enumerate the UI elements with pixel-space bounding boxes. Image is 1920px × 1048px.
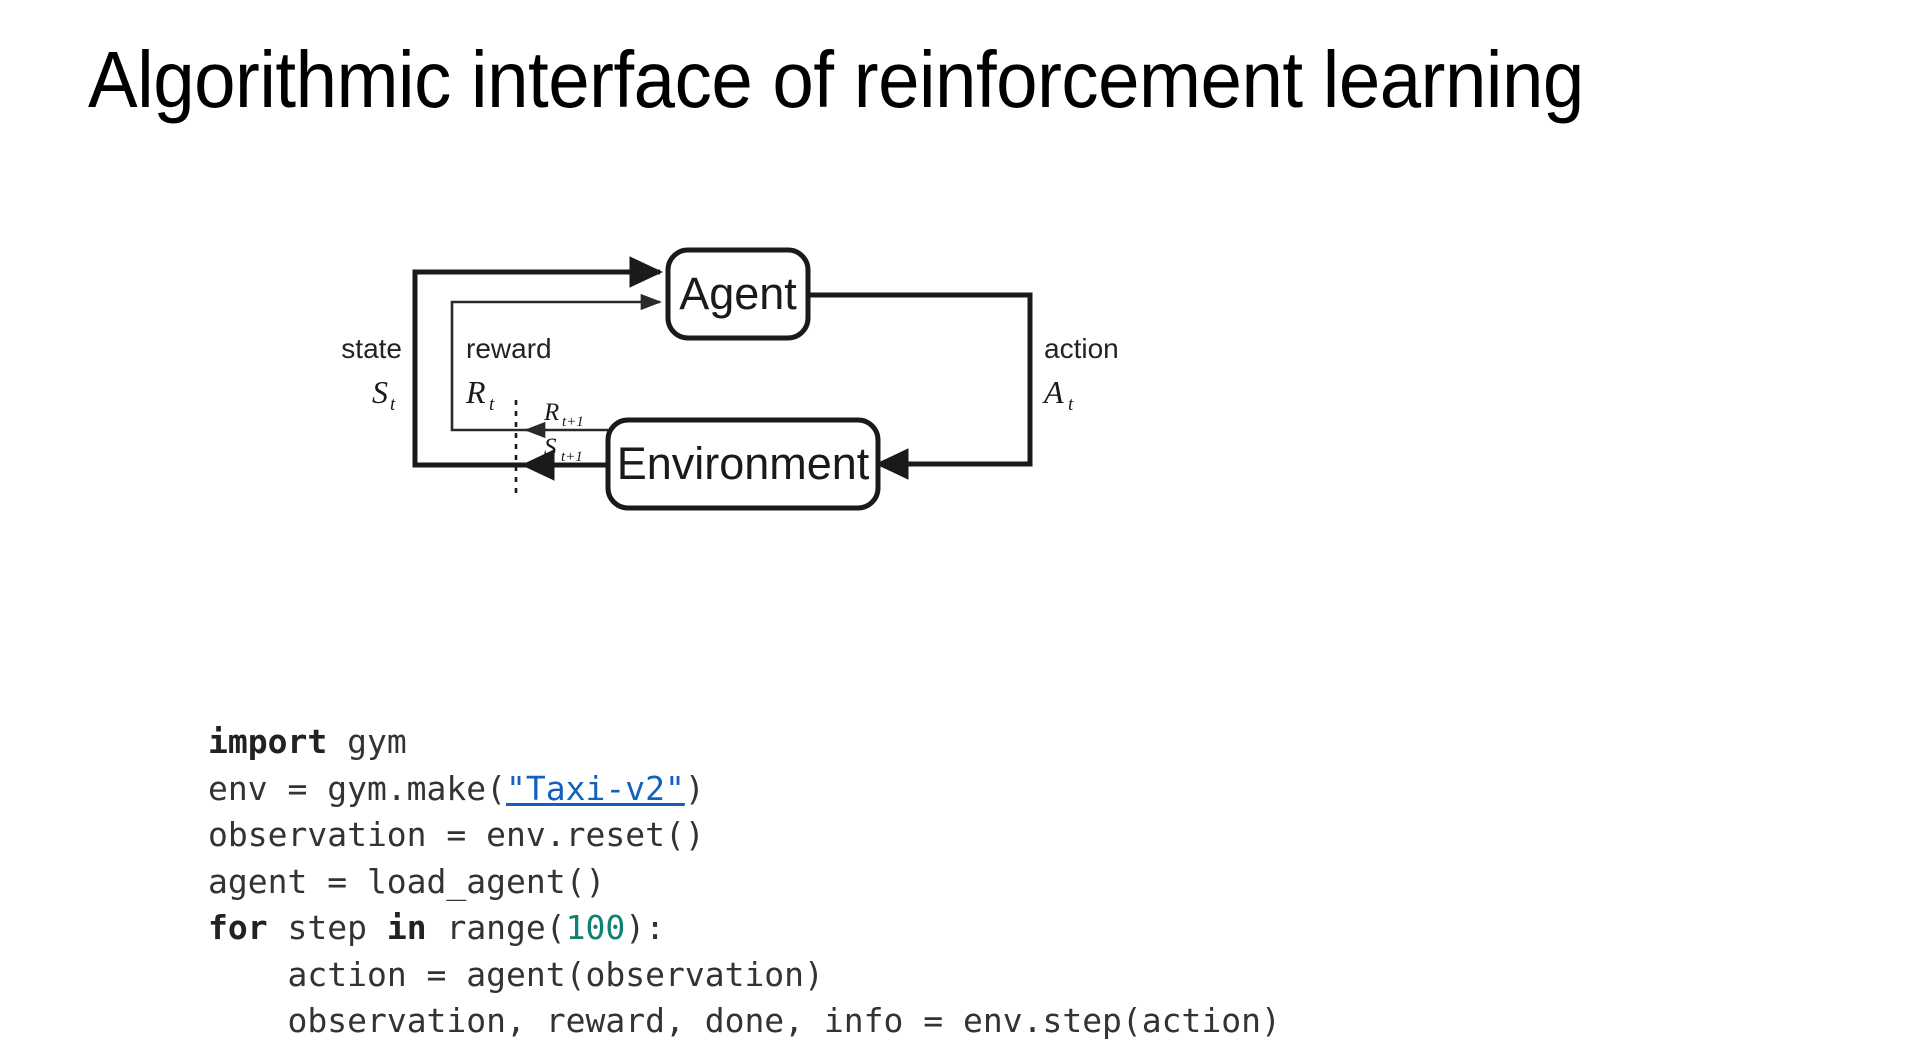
state-symbol-subscript: t [390,394,396,415]
code-token-keyword: in [386,908,427,947]
reward-label-group: reward R t [465,333,552,415]
action-arrow-path [808,292,1033,480]
environment-box: Environment [605,417,881,511]
code-token-number: 100 [565,908,626,947]
next-state-subscript: t+1 [561,449,583,465]
code-token-keyword: import [208,722,328,761]
code-token-plain: action = agent(observation) [287,954,824,994]
code-link-env-id[interactable]: "Taxi-v2" [506,768,685,808]
code-token-plain: agent = load_agent() [208,861,606,901]
rl-loop-svg: Agent Environment state S t reward R t a… [341,247,1119,511]
action-symbol: A [1042,374,1064,410]
code-line: import gym [208,719,1281,766]
environment-box-label: Environment [617,438,870,489]
code-token-plain: ) [684,768,705,808]
code-line: observation = env.reset() [208,812,1281,859]
state-label-group: state S t [341,333,402,415]
reward-label: reward [466,333,552,364]
code-token-plain: ): [625,908,666,947]
state-label: state [341,333,402,364]
code-token-keyword: for [208,908,268,947]
rl-loop-diagram: Agent Environment state S t reward R t a… [330,247,1450,650]
state-symbol: S [372,374,388,410]
code-line: env = gym.make("Taxi-v2") [208,766,1281,813]
next-reward-subscript: t+1 [562,414,584,430]
action-label: action [1044,333,1119,364]
page-title: Algorithmic interface of reinforcement l… [88,35,1584,124]
agent-box-label: Agent [679,268,797,319]
code-line: observation, reward, done, info = env.st… [208,998,1281,1045]
action-symbol-subscript: t [1068,394,1074,415]
next-state-label-group: S t+1 [544,434,583,465]
next-reward-label-group: R t+1 [543,399,584,430]
code-token-plain: gym [327,722,407,761]
code-token-plain: observation, reward, done, info = env.st… [287,1001,1281,1040]
code-token-plain: env = gym.make( [208,768,507,808]
code-token-plain: step [267,908,387,947]
reward-symbol: R [465,374,486,410]
state-arrow-path [412,256,663,468]
agent-box: Agent [665,247,811,341]
reward-arrow-path [450,293,662,432]
action-label-group: action A t [1042,333,1119,415]
next-reward-symbol: R [543,399,559,426]
code-token-plain: range( [426,908,566,947]
code-token-plain: observation = env.reset() [208,815,705,854]
code-line: for step in range(100): [208,905,1281,952]
next-state-symbol: S [544,434,557,461]
code-line: agent = load_agent() [208,859,1281,906]
reward-symbol-subscript: t [489,394,495,415]
code-line: action = agent(observation) [208,952,1281,999]
